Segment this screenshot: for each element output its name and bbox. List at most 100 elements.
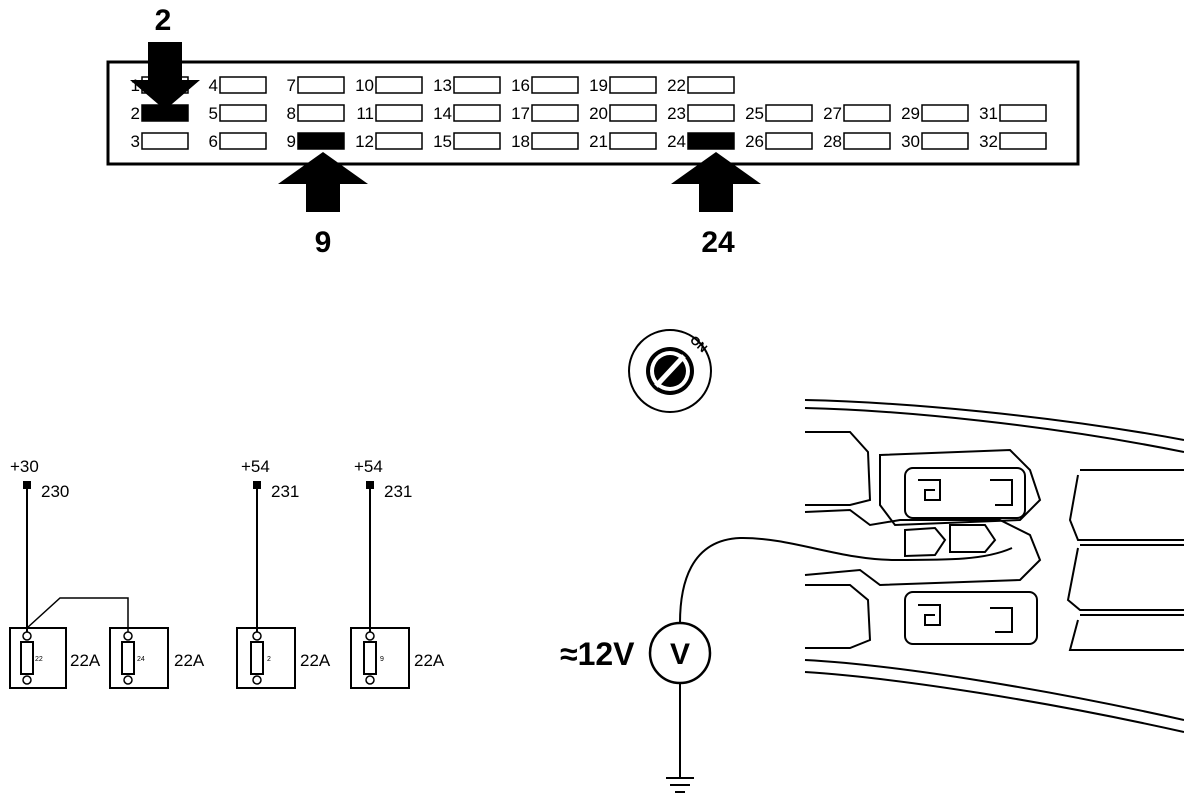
slot-label-13: 13	[433, 76, 452, 95]
slot-label-12: 12	[355, 132, 374, 151]
fuse-slot-7	[297, 76, 345, 94]
callout-label-9: 9	[315, 226, 332, 259]
fuse-slot-14	[453, 104, 501, 122]
circuit-1-supply: +30	[10, 457, 39, 476]
fuse-slot-21	[609, 132, 657, 150]
callout-label-2: 2	[155, 4, 172, 37]
slot-label-28: 28	[823, 132, 842, 151]
slot-label-7: 7	[287, 76, 296, 95]
fuse-rating: 22A	[300, 651, 331, 670]
fuse-slot-18	[531, 132, 579, 150]
slot-label-14: 14	[433, 104, 452, 123]
fuse-slot-8	[297, 104, 345, 122]
fuse-9: 9	[350, 627, 410, 689]
slot-label-16: 16	[511, 76, 530, 95]
slot-label-21: 21	[589, 132, 608, 151]
slot-label-19: 19	[589, 76, 608, 95]
terminal-icon	[253, 481, 261, 489]
voltage-reading: ≈12V	[560, 636, 635, 672]
circuit-1: +30 230 22 22A 24 22A	[9, 457, 205, 689]
callout-label-24: 24	[701, 226, 735, 259]
circuit-3-wire: 231	[384, 482, 412, 501]
slot-label-6: 6	[209, 132, 218, 151]
slot-label-22: 22	[667, 76, 686, 95]
slot-label-23: 23	[667, 104, 686, 123]
fuse-slot-13	[453, 76, 501, 94]
fuse-slot-24	[687, 132, 735, 150]
arrow-icon-slot-24	[671, 152, 761, 212]
fuse-slot-16	[531, 76, 579, 94]
slot-label-26: 26	[745, 132, 764, 151]
fuse-slot-27	[843, 104, 891, 122]
fuse-slot-25	[765, 104, 813, 122]
fuse-box-frame	[106, 60, 1080, 166]
fuse-rating: 22A	[414, 651, 445, 670]
slot-label-1: 1	[131, 76, 140, 95]
ignition-key-icon: ON	[628, 329, 712, 413]
circuit-2: +54 231 2 22A	[236, 457, 331, 689]
fuse-slot-23	[687, 104, 735, 122]
fuse-slot-22	[687, 76, 735, 94]
fuse-slot-9	[297, 132, 345, 150]
slot-label-30: 30	[901, 132, 920, 151]
voltmeter: ≈12V V	[560, 536, 1013, 793]
fuse-slot-29	[921, 104, 969, 122]
slot-label-4: 4	[209, 76, 218, 95]
fuse-box-illustration	[804, 399, 1184, 733]
fuse-slot-5	[219, 104, 267, 122]
fuse-slot-4	[219, 76, 267, 94]
slot-label-11: 11	[356, 104, 374, 123]
fuse-rating: 22A	[174, 651, 205, 670]
slot-label-31: 31	[979, 104, 998, 123]
slot-label-25: 25	[745, 104, 764, 123]
circuit-3: +54 231 9 22A	[350, 457, 445, 689]
fuse-slot-17	[531, 104, 579, 122]
circuit-2-wire: 231	[271, 482, 299, 501]
fuse-2: 2	[236, 627, 296, 689]
fuse-slot-6	[219, 132, 267, 150]
arrow-icon-slot-2	[130, 42, 200, 110]
fuse-slot-3	[141, 132, 189, 150]
slot-label-15: 15	[433, 132, 452, 151]
fuse-number: 24	[137, 656, 145, 663]
fuse-slot-15	[453, 132, 501, 150]
slot-label-29: 29	[901, 104, 920, 123]
slot-label-8: 8	[287, 104, 296, 123]
circuit-3-supply: +54	[354, 457, 383, 476]
fuse-slot-31	[999, 104, 1047, 122]
probe-lead	[679, 536, 1013, 624]
fuse-number: 22	[35, 656, 43, 663]
fuse-slot-30	[921, 132, 969, 150]
slot-label-2: 2	[131, 104, 140, 123]
fuse-number: 9	[380, 656, 384, 663]
fuse-22: 22	[9, 627, 67, 689]
terminal-icon	[366, 481, 374, 489]
slot-label-18: 18	[511, 132, 530, 151]
slot-label-3: 3	[131, 132, 140, 151]
slot-label-20: 20	[589, 104, 608, 123]
fuse-slot-11	[375, 104, 423, 122]
terminal-icon	[23, 481, 31, 489]
fuse-slot-12	[375, 132, 423, 150]
fuse-24: 24	[109, 627, 169, 689]
fuse-slot-10	[375, 76, 423, 94]
slot-label-5: 5	[209, 104, 218, 123]
arrow-icon-slot-9	[278, 152, 368, 212]
ground-icon	[666, 777, 694, 793]
circuit-2-supply: +54	[241, 457, 270, 476]
slot-label-27: 27	[823, 104, 842, 123]
fuse-slot-19	[609, 76, 657, 94]
slot-label-9: 9	[287, 132, 296, 151]
fuse-rating: 22A	[70, 651, 101, 670]
slot-label-17: 17	[511, 104, 530, 123]
slot-label-24: 24	[667, 132, 686, 151]
slot-label-32: 32	[979, 132, 998, 151]
voltmeter-symbol: V	[670, 638, 690, 671]
circuit-1-wire: 230	[41, 482, 69, 501]
slot-label-10: 10	[355, 76, 374, 95]
fuse-slot-20	[609, 104, 657, 122]
fuse-slot-32	[999, 132, 1047, 150]
